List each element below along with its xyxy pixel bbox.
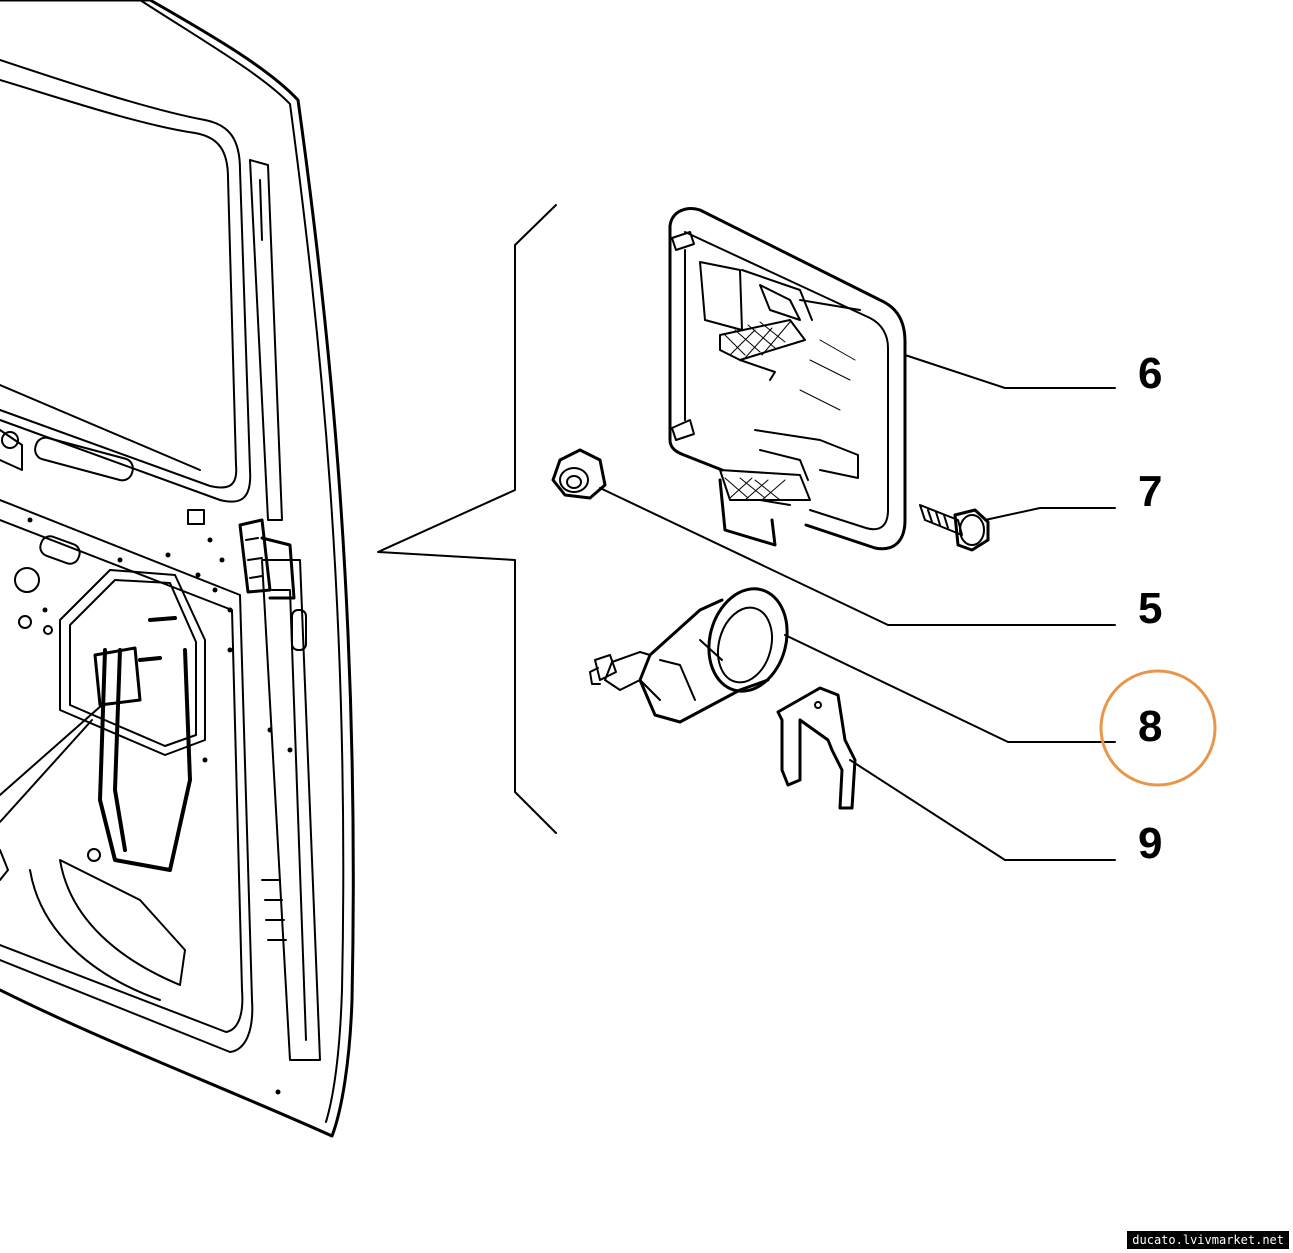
- leader-5: [599, 487, 1116, 626]
- highlight-circle-8: [1099, 669, 1217, 787]
- regulator-leader: [0, 704, 103, 881]
- callout-label-9: 9: [1138, 819, 1163, 868]
- retaining-clip-part-9: [776, 686, 857, 810]
- callout-label-7: 7: [1138, 467, 1163, 516]
- callout-label-5: 5: [1138, 584, 1163, 633]
- nut-part-5: [551, 448, 607, 500]
- lock-cylinder-part-8: [589, 587, 789, 724]
- leader-lines: [599, 354, 1116, 861]
- leader-9: [849, 759, 1116, 861]
- callout-label-6: 6: [1138, 349, 1163, 398]
- leader-7: [984, 507, 1116, 521]
- leader-6: [904, 354, 1116, 389]
- watermark-url: ducato.lvivmarket.net: [1127, 1231, 1289, 1249]
- callout-label-8: 8: [1138, 702, 1163, 751]
- detail-bracket: [377, 204, 557, 834]
- door-panel: [0, 0, 355, 1138]
- screw-part-7: [919, 504, 990, 552]
- leader-8: [784, 634, 1116, 743]
- handle-bezel-part-6: [668, 207, 907, 551]
